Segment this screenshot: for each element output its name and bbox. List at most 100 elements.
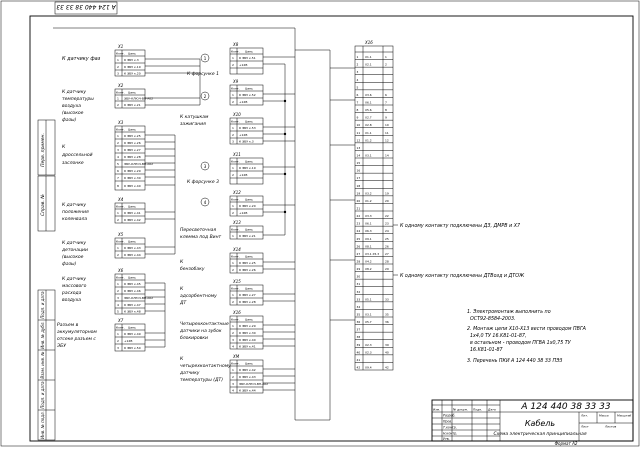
svg-text:1: 1 bbox=[232, 368, 234, 372]
svg-text:дроссельной: дроссельной bbox=[61, 152, 93, 158]
svg-text:1: 1 bbox=[232, 126, 234, 130]
svg-text:ОСТ92-8584-2003.: ОСТ92-8584-2003. bbox=[470, 316, 516, 322]
svg-text:К ЭБУ к.49: К ЭБУ к.49 bbox=[124, 332, 141, 336]
svg-text:К ЭБУ к.29: К ЭБУ к.29 bbox=[239, 324, 256, 328]
svg-text:X3: X3 bbox=[117, 120, 124, 125]
svg-text:К ЭБУ к.27: К ЭБУ к.27 bbox=[239, 293, 256, 297]
svg-text:Подп.: Подп. bbox=[473, 408, 482, 412]
svg-text:Конт.: Конт. bbox=[231, 287, 240, 291]
svg-text:3: 3 bbox=[232, 338, 234, 342]
table-cell: 33 bbox=[357, 297, 361, 301]
svg-text:К ЭБУ к.28: К ЭБУ к.28 bbox=[239, 300, 256, 304]
svg-text:ЭБУ-КЛЮЧ-ВП-А02: ЭБУ-КЛЮЧ-ВП-А02 bbox=[124, 162, 153, 166]
svg-text:К ЭБУ к.52: К ЭБУ к.52 bbox=[239, 93, 256, 97]
svg-text:+12В: +12В bbox=[239, 173, 247, 177]
svg-text:К ЭБУ к.44: К ЭБУ к.44 bbox=[124, 253, 141, 257]
svg-text:1: 1 bbox=[232, 56, 234, 60]
svg-text:ЭБУ-КЛЮЧ-ВП-А02: ЭБУ-КЛЮЧ-ВП-А02 bbox=[124, 296, 153, 300]
svg-text:Цепь: Цепь bbox=[245, 50, 253, 54]
svg-text:+12В: +12В bbox=[124, 339, 132, 343]
svg-text:К ЭБУ к.48: К ЭБУ к.48 bbox=[124, 310, 141, 314]
stamp-podp-data: Подп. и дата bbox=[40, 291, 45, 319]
svg-text:блокировки: блокировки bbox=[180, 335, 208, 341]
svg-text:(высокое: (высокое bbox=[62, 254, 84, 260]
svg-text:3. Перечень ПКИ А 124 440 38 3: 3. Перечень ПКИ А 124 440 38 33 ПЭ3 bbox=[467, 358, 563, 364]
svg-text:2: 2 bbox=[232, 100, 234, 104]
svg-text:X1: X1 bbox=[117, 44, 123, 49]
svg-text:К ЭБУ к.26: К ЭБУ к.26 bbox=[239, 268, 256, 272]
svg-text:1x4,0 ТУ 16.K81-01-87,: 1x4,0 ТУ 16.K81-01-87, bbox=[470, 333, 527, 339]
svg-text:1: 1 bbox=[117, 134, 119, 138]
svg-text:Конт.: Конт. bbox=[231, 362, 240, 366]
table-cell: Х9.4 bbox=[365, 366, 372, 370]
svg-text:Цепь: Цепь bbox=[245, 160, 253, 164]
svg-text:Пров.: Пров. bbox=[443, 420, 452, 424]
format-label: Формат А2 bbox=[555, 441, 578, 446]
table-cell: 22 bbox=[357, 214, 361, 218]
device-label-d6: К датчику массового расхода воздуха bbox=[61, 276, 87, 303]
svg-text:Цепь: Цепь bbox=[128, 240, 136, 244]
device-label-d9: К катушкам зажигания bbox=[180, 114, 209, 127]
svg-text:6: 6 bbox=[117, 169, 119, 173]
svg-text:4: 4 bbox=[117, 155, 119, 159]
svg-text:2: 2 bbox=[117, 141, 119, 145]
svg-text:4: 4 bbox=[232, 345, 234, 349]
table-cell: 8 bbox=[357, 108, 359, 112]
table-cell: 9 bbox=[357, 116, 359, 120]
svg-text:заслонке: заслонке bbox=[62, 161, 84, 166]
table-cell: 7 bbox=[385, 101, 387, 105]
wiring-right bbox=[330, 67, 398, 321]
table-cell: 26 bbox=[357, 244, 361, 248]
svg-text:2: 2 bbox=[117, 253, 119, 257]
svg-text:К ЭБУ к.43: К ЭБУ к.43 bbox=[239, 375, 256, 379]
table-cell: 15 bbox=[357, 161, 361, 165]
table-cell: 6 bbox=[357, 93, 359, 97]
svg-text:5: 5 bbox=[117, 162, 119, 166]
svg-text:К ЭБУ к.42: К ЭБУ к.42 bbox=[124, 218, 141, 222]
svg-text:Цепь: Цепь bbox=[128, 128, 136, 132]
svg-text:1: 1 bbox=[117, 97, 119, 101]
svg-text:Конт.: Конт. bbox=[231, 160, 240, 164]
svg-text:1: 1 bbox=[232, 324, 234, 328]
svg-text:Конт.: Конт. bbox=[116, 52, 125, 56]
svg-text:К ЭБУ к.21: К ЭБУ к.21 bbox=[239, 234, 256, 238]
svg-text:1: 1 bbox=[232, 261, 234, 265]
svg-text:2: 2 bbox=[232, 173, 234, 177]
svg-text:Цепь: Цепь bbox=[128, 205, 136, 209]
svg-text:К: К bbox=[180, 259, 184, 265]
svg-text:2: 2 bbox=[232, 268, 234, 272]
svg-text:3: 3 bbox=[117, 346, 119, 350]
svg-text:2: 2 bbox=[232, 63, 234, 67]
svg-text:К датчику: К датчику bbox=[62, 240, 86, 246]
stamp-perv-primen: Перв. примен. bbox=[40, 133, 46, 167]
svg-text:2: 2 bbox=[117, 339, 119, 343]
svg-text:К ЭБУ к.19: К ЭБУ к.19 bbox=[239, 166, 256, 170]
table-cell: Х1.2 bbox=[365, 199, 372, 203]
svg-text:бензобаку: бензобаку bbox=[180, 266, 205, 272]
svg-text:ДТ: ДТ bbox=[179, 300, 188, 306]
table-cell: Х2.1 bbox=[365, 63, 372, 67]
svg-text:X8: X8 bbox=[232, 42, 239, 47]
table-cell: Х5.1 bbox=[365, 297, 372, 301]
table-cell: Х3.2 bbox=[365, 191, 372, 195]
svg-text:Конт.: Конт. bbox=[116, 128, 125, 132]
table-cell: 20 bbox=[357, 199, 361, 203]
svg-text:Цепь: Цепь bbox=[245, 87, 253, 91]
svg-text:К ЭБУ к.53: К ЭБУ к.53 bbox=[239, 126, 256, 130]
svg-text:3: 3 bbox=[117, 72, 119, 76]
table-cell: 3 bbox=[357, 70, 359, 74]
svg-text:1: 1 bbox=[204, 56, 207, 61]
table-cell: 14 bbox=[385, 154, 389, 158]
svg-text:Цепь: Цепь bbox=[245, 318, 253, 322]
svg-text:№ докум.: № докум. bbox=[452, 408, 468, 412]
svg-text:X12: X12 bbox=[232, 190, 241, 195]
table-cell: Х3.1 bbox=[365, 154, 372, 158]
svg-text:Конт.: Конт. bbox=[231, 228, 240, 232]
svg-text:К ЭБУ к.40: К ЭБУ к.40 bbox=[239, 338, 256, 342]
table-cell: Х3.6 bbox=[365, 93, 372, 97]
